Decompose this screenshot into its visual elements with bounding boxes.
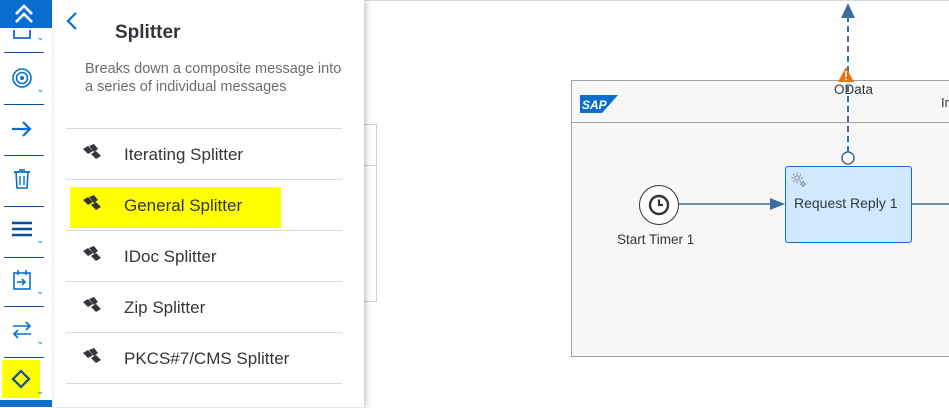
participants-icon: [13, 30, 31, 39]
palette-expand-strip[interactable]: [0, 400, 52, 407]
request-reply-task[interactable]: Request Reply 1: [785, 166, 912, 243]
participants-button[interactable]: ⌄: [2, 26, 44, 48]
back-chevron-icon[interactable]: [64, 10, 80, 32]
list-item-general-splitter[interactable]: General Splitter: [66, 179, 342, 230]
list-item-zip-splitter[interactable]: Zip Splitter: [66, 281, 342, 332]
highlight-marker: [70, 187, 281, 228]
message-flow-start-circle: [841, 151, 855, 165]
chevron-down-icon: ⌄: [36, 235, 44, 245]
odata-channel-label: OData: [834, 82, 874, 97]
chevron-down-icon: ⌄: [36, 386, 44, 396]
list-item-label: Iterating Splitter: [124, 145, 244, 164]
list-item-label: PKCS#7/CMS Splitter: [124, 349, 290, 368]
popover-description: Breaks down a composite message into a s…: [85, 61, 342, 95]
pool-header: SAP In: [572, 81, 949, 123]
list-item-iterating-splitter[interactable]: Iterating Splitter: [66, 128, 342, 179]
sap-logo-text: SAP: [582, 98, 608, 112]
message-transformer-icon: [12, 321, 32, 339]
chevron-down-icon: ⌄: [36, 336, 44, 346]
process-call-button[interactable]: ⌄: [2, 258, 44, 302]
list-menu-button[interactable]: ⌄: [2, 207, 44, 251]
splitter-icon: [83, 246, 101, 261]
chevron-down-icon: ⌄: [36, 286, 44, 296]
start-timer-event[interactable]: [639, 185, 679, 225]
list-menu-icon: [12, 221, 32, 237]
routing-diamond-icon: [11, 369, 31, 389]
events-icon: [12, 68, 32, 88]
splitter-icon: [83, 348, 101, 363]
process-call-icon: [13, 270, 31, 290]
splitter-palette-popover: Splitter Breaks down a composite message…: [54, 0, 364, 407]
connector-arrow-icon: [12, 121, 32, 137]
list-item-label: General Splitter: [124, 196, 243, 215]
collapse-up-icon: [15, 4, 33, 23]
splitter-icon: [83, 144, 101, 159]
list-item-idoc-splitter[interactable]: IDoc Splitter: [66, 230, 342, 281]
delete-button[interactable]: [2, 157, 42, 201]
splitter-list: Iterating Splitter General Splitter IDoc…: [66, 128, 342, 384]
chevron-down-icon: ⌄: [36, 84, 44, 94]
start-timer-label: Start Timer 1: [617, 232, 695, 247]
clock-icon: [648, 194, 670, 216]
warning-icon: [838, 67, 854, 82]
routing-button[interactable]: ⌄: [2, 360, 44, 398]
collapse-palette-button[interactable]: [0, 0, 52, 28]
list-item-label: IDoc Splitter: [124, 247, 217, 266]
popover-title: Splitter: [115, 22, 181, 43]
splitter-icon: [83, 195, 101, 210]
chevron-down-icon: ⌄: [36, 32, 44, 42]
background-properties-panel: [364, 124, 377, 302]
service-task-gear-icon: [791, 172, 807, 188]
sap-logo-icon: SAP: [580, 95, 618, 113]
list-item-label: Zip Splitter: [124, 298, 206, 317]
connector-button[interactable]: [2, 107, 42, 151]
list-item-pkcs7-cms-splitter[interactable]: PKCS#7/CMS Splitter: [66, 332, 342, 384]
palette-toolbar: ⌄ ⌄ ⌄: [0, 0, 55, 407]
message-transformer-button[interactable]: ⌄: [2, 308, 44, 352]
splitter-icon: [83, 297, 101, 312]
events-button[interactable]: ⌄: [2, 56, 44, 100]
request-reply-label: Request Reply 1: [794, 195, 898, 211]
sequence-flow-arrowhead: [770, 198, 785, 210]
delete-icon: [14, 169, 30, 189]
message-flow-arrowhead: [841, 3, 855, 18]
pool-title: In: [941, 95, 949, 110]
